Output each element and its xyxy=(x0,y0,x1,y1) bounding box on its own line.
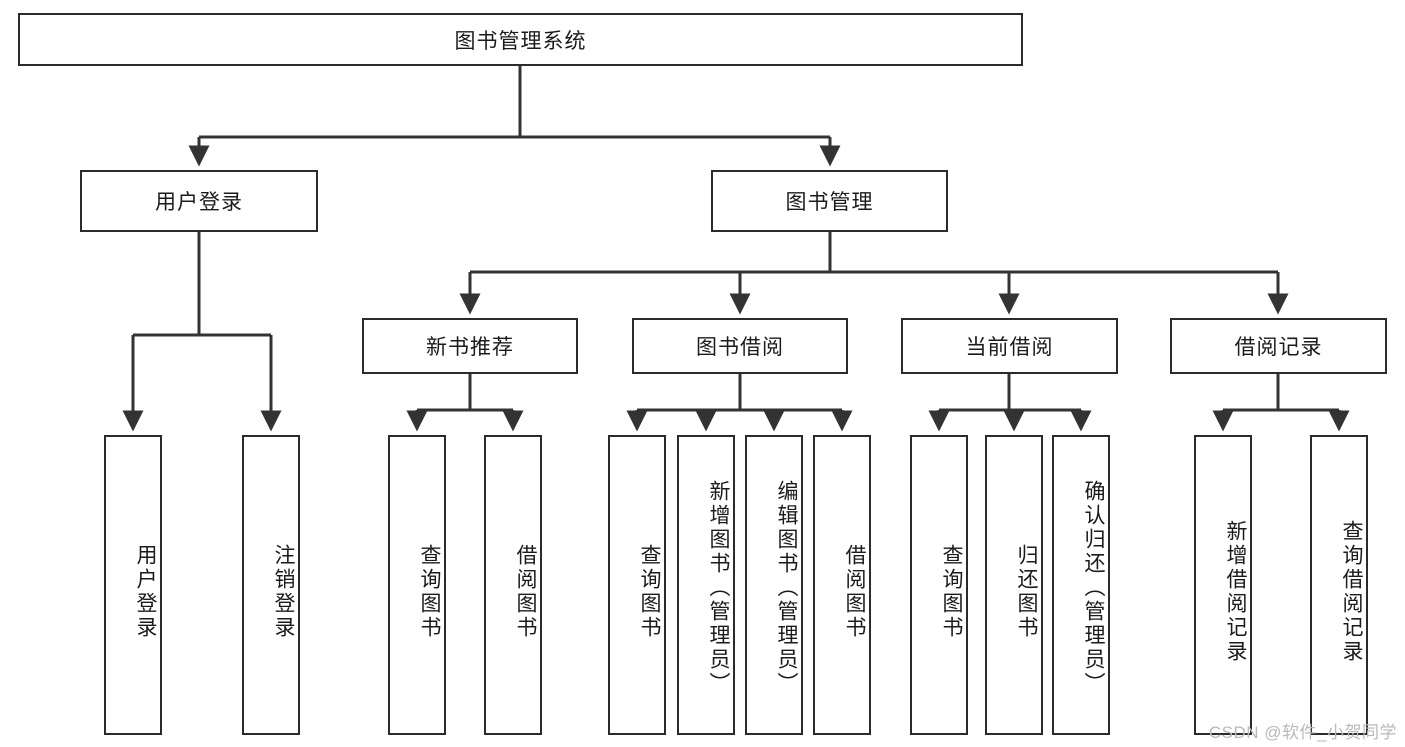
leaf-borrow-book-recommend[interactable]: 借阅图书 xyxy=(484,435,542,735)
leaf-query-book-current[interactable]: 查询图书 xyxy=(910,435,968,735)
watermark: CSDN @软件_小贺同学 xyxy=(1208,723,1397,742)
node-new-book-recommend[interactable]: 新书推荐 xyxy=(362,318,578,374)
node-root[interactable]: 图书管理系统 xyxy=(18,13,1023,66)
node-borrow-record[interactable]: 借阅记录 xyxy=(1170,318,1387,374)
leaf-return-book[interactable]: 归还图书 xyxy=(985,435,1043,735)
leaf-query-book-borrow[interactable]: 查询图书 xyxy=(608,435,666,735)
leaf-confirm-return-admin[interactable]: 确认归还（管理员） xyxy=(1052,435,1110,735)
node-book-borrow[interactable]: 图书借阅 xyxy=(632,318,848,374)
leaf-add-borrow-record[interactable]: 新增借阅记录 xyxy=(1194,435,1252,735)
leaf-user-logout[interactable]: 注销登录 xyxy=(242,435,300,735)
node-current-borrow[interactable]: 当前借阅 xyxy=(901,318,1118,374)
leaf-user-login[interactable]: 用户登录 xyxy=(104,435,162,735)
leaf-borrow-book[interactable]: 借阅图书 xyxy=(813,435,871,735)
node-book-management[interactable]: 图书管理 xyxy=(711,170,948,232)
leaf-edit-book-admin[interactable]: 编辑图书（管理员） xyxy=(745,435,803,735)
leaf-query-borrow-record[interactable]: 查询借阅记录 xyxy=(1310,435,1368,735)
node-user-login[interactable]: 用户登录 xyxy=(80,170,318,232)
leaf-query-book-recommend[interactable]: 查询图书 xyxy=(388,435,446,735)
leaf-add-book-admin[interactable]: 新增图书（管理员） xyxy=(677,435,735,735)
